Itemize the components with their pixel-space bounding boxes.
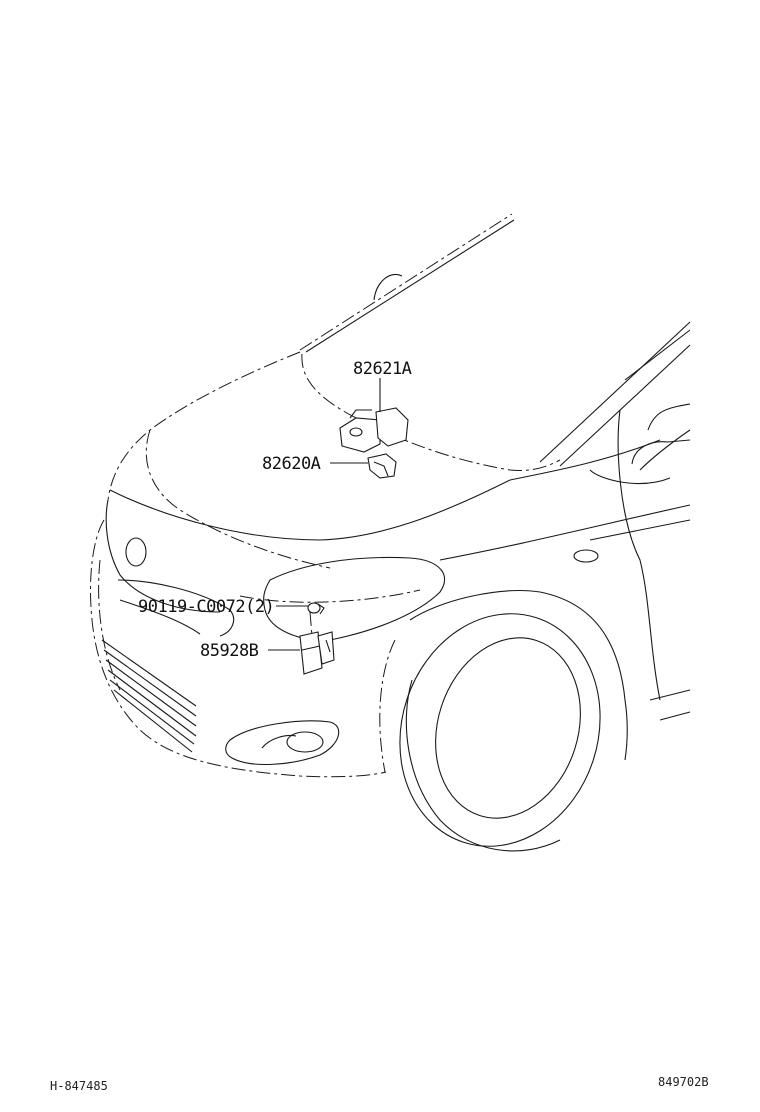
label-82620a: 82620A: [262, 454, 321, 474]
leader-lines: [268, 378, 381, 651]
footer-left-code: H-847485: [50, 1079, 108, 1093]
part-90119-shape: [307, 602, 325, 615]
label-85928b: 85928B: [200, 641, 259, 661]
label-82621a: 82621A: [353, 359, 412, 379]
part-85928b-shape: [299, 631, 335, 675]
part-82621a-shape: [339, 407, 409, 453]
footer-right-code: 849702B: [658, 1075, 709, 1089]
label-90119: 90119-C0072(2): [138, 597, 274, 617]
car-outline: [90, 213, 691, 852]
lower-grille: [101, 639, 197, 753]
part-82620a-shape: [367, 453, 397, 479]
